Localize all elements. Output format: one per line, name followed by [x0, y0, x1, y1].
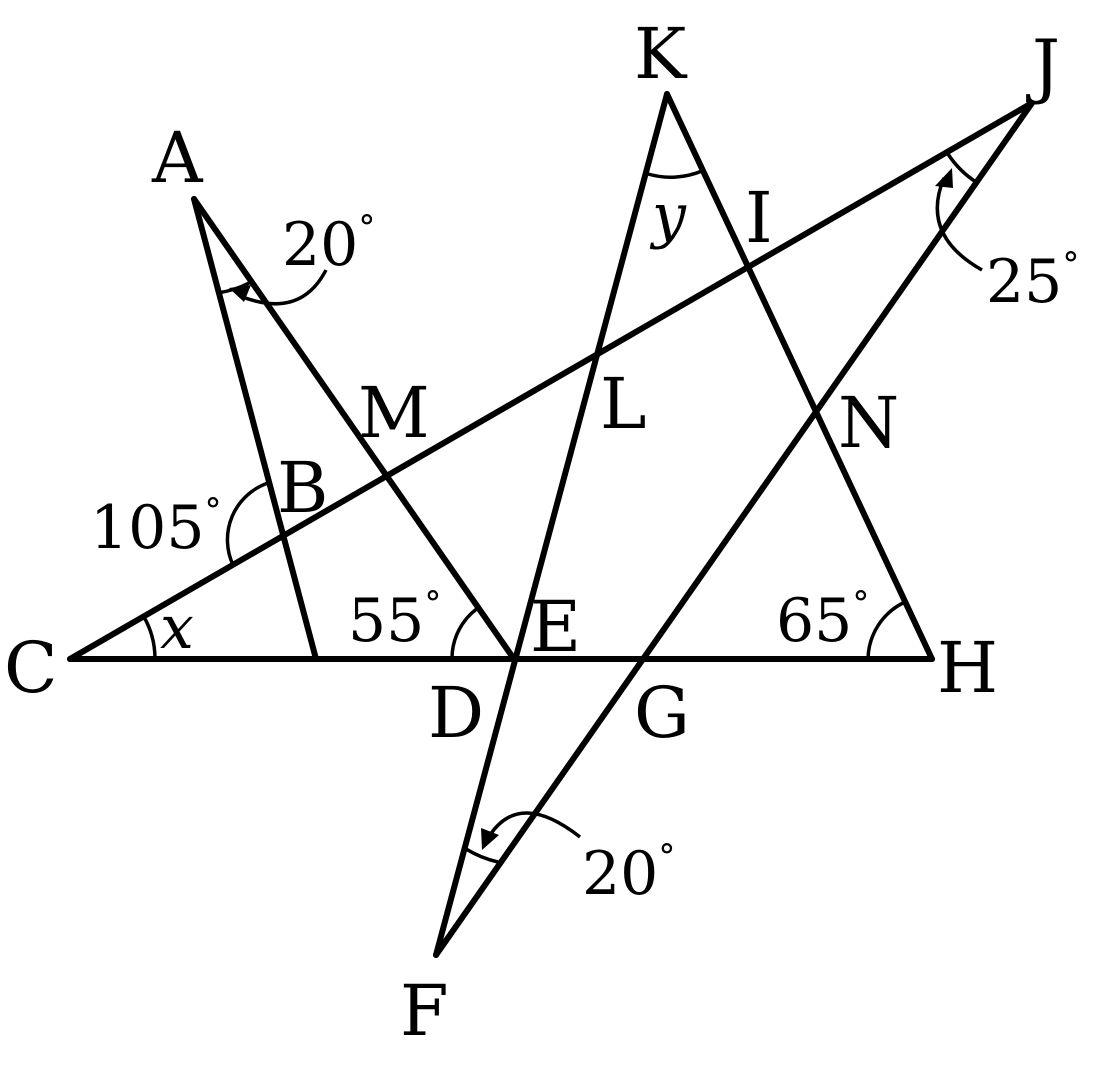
- unknown-labels: x y: [160, 181, 687, 663]
- segment-CJ: [67, 100, 1035, 662]
- angle-arc-x: [142, 616, 157, 660]
- segments: [67, 91, 1035, 958]
- angle-labels: 20° 105° 55° 65° 25° 20°: [90, 208, 1079, 909]
- angle-arcs: [142, 153, 977, 864]
- angle-arc-105: [225, 481, 269, 566]
- leader-20-top: [239, 269, 328, 306]
- angle-label-25: 25°: [986, 245, 1079, 317]
- leader-20-bottom: [488, 811, 582, 839]
- point-label-A: A: [151, 117, 204, 199]
- angle-arc-55: [450, 606, 480, 660]
- point-label-K: K: [634, 13, 688, 95]
- point-label-J: J: [1026, 25, 1060, 107]
- segment-AD: [191, 196, 517, 662]
- unknown-label-y: y: [649, 181, 687, 251]
- point-labels: A B C D E F G H I J K L M N: [4, 13, 1060, 1052]
- angle-arc-25: [946, 153, 977, 184]
- point-label-D: D: [428, 672, 484, 754]
- unknown-label-x: x: [160, 593, 194, 663]
- angle-label-55: 55°: [348, 584, 441, 656]
- angle-arc-20-bottom: [465, 847, 499, 864]
- arrowhead-25: [935, 168, 953, 188]
- segment-KF: [433, 91, 670, 958]
- angle-label-105: 105°: [90, 491, 222, 563]
- angle-arc-y: [647, 169, 703, 179]
- point-label-E: E: [530, 586, 581, 668]
- arrowhead-20-bottom: [481, 828, 499, 850]
- point-label-F: F: [400, 970, 449, 1052]
- arrowhead-20-top: [229, 285, 251, 302]
- point-label-B: B: [277, 447, 328, 529]
- point-label-H: H: [937, 627, 998, 709]
- segment-AB: [191, 196, 319, 662]
- angle-label-65: 65°: [776, 584, 869, 656]
- point-label-N: N: [838, 382, 899, 464]
- angle-arc-65: [866, 600, 906, 660]
- leader-25: [935, 177, 983, 272]
- angle-label-20-bottom: 20°: [582, 837, 675, 909]
- point-label-L: L: [600, 363, 646, 445]
- leaders: [229, 168, 983, 850]
- point-label-M: M: [358, 372, 430, 454]
- angle-label-20-top: 20°: [282, 208, 375, 280]
- segment-KH: [664, 91, 935, 662]
- point-label-G: G: [634, 672, 690, 754]
- point-label-I: I: [745, 177, 773, 259]
- point-label-C: C: [4, 627, 58, 709]
